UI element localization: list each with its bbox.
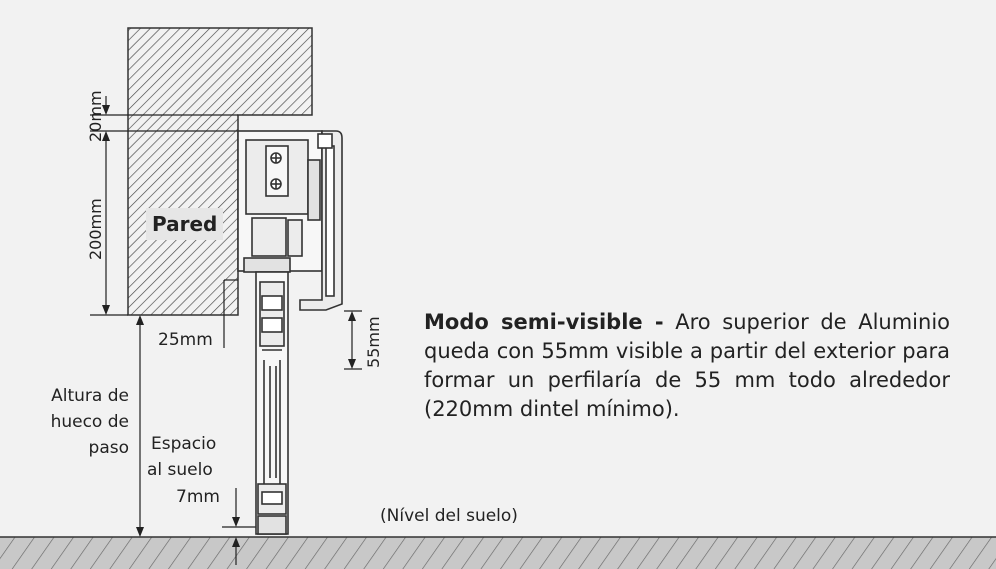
floor-section [0,537,996,569]
dim-55mm-label: 55mm [364,316,383,368]
dimension-lines [90,96,362,565]
door-leaf-profile [255,271,289,535]
dim-20mm-label: 20mm [86,90,105,142]
dim-200mm-label: 200mm [86,198,105,260]
floor-gap-line-1: Espacio [151,434,217,454]
mode-body: Aro superior de Aluminio queda con 55mm … [424,310,950,421]
arrowheads [102,105,356,547]
floor-gap-line-3: 7mm [176,487,220,507]
floor-level-label: (Nível del suelo) [380,506,518,526]
wall-label: Pared [146,208,224,240]
mode-title: Modo semi-visible - [424,310,664,334]
top-frame-profile [237,130,343,311]
opening-height-line-1: Altura de [51,386,129,406]
opening-height-line-3: paso [88,438,129,458]
floor-gap-line-2: al suelo [147,460,213,480]
dim-25mm-label: 25mm [158,330,213,350]
opening-height-line-2: hueco de [50,412,129,432]
mode-description: Modo semi-visible - Aro superior de Alum… [424,308,950,424]
